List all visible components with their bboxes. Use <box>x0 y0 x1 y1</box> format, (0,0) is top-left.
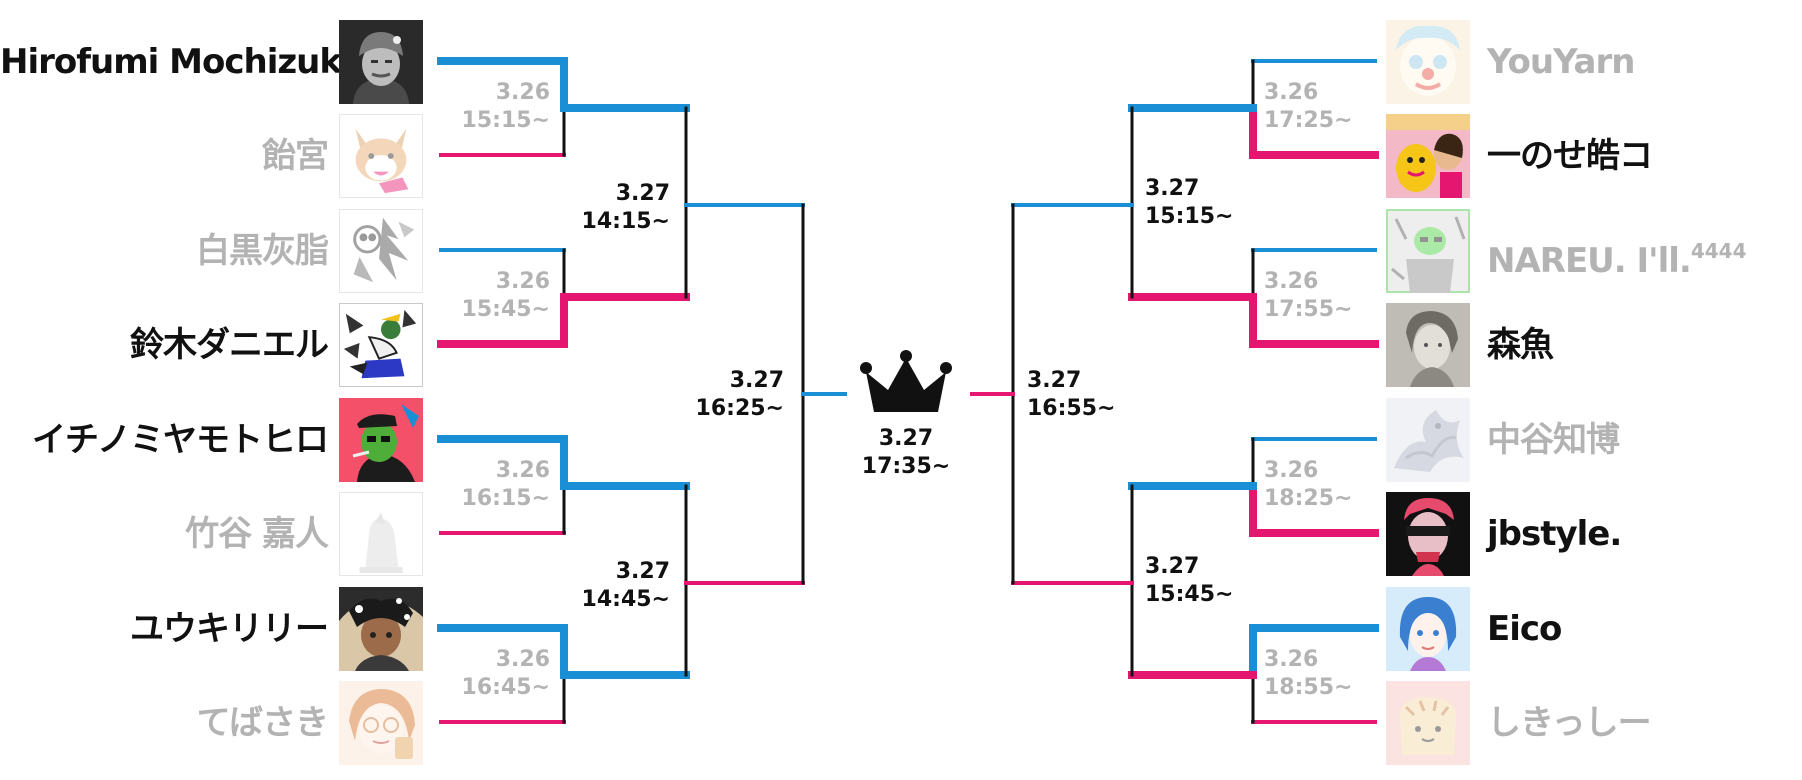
final-time: 17:35~ <box>861 454 951 479</box>
yellow-creature-icon <box>1386 114 1470 198</box>
dark-girl-icon <box>339 587 423 671</box>
pink-hair-face-icon <box>1386 492 1470 576</box>
left-player-2-name: 飴宮 <box>262 136 329 176</box>
right-match-2-date: 3.26 <box>1264 269 1319 294</box>
right-player-7-name: Eico <box>1487 609 1562 649</box>
left-match-1-time: 15:15~ <box>461 108 550 133</box>
right-match-4-date: 3.26 <box>1264 647 1319 672</box>
right-player-1-name: YouYarn <box>1487 42 1635 82</box>
white-sculpture-icon <box>339 492 423 576</box>
left-sf-time: 16:25~ <box>695 396 784 421</box>
left-player-5-name: イチノミヤモトヒロ <box>32 420 329 460</box>
crown-icon <box>860 350 952 412</box>
green-face-icon <box>339 398 423 482</box>
tiger-bread-icon <box>1386 681 1470 765</box>
right-player-8-name: しきっしー <box>1487 703 1652 743</box>
right-player-5-name: 中谷知博 <box>1487 420 1620 460</box>
right-sf-time: 16:55~ <box>1027 396 1116 421</box>
right-player-3-name-text: NAREU. I'll. <box>1487 241 1692 281</box>
left-qf-2-time: 14:45~ <box>581 587 670 612</box>
left-sf-date: 3.27 <box>729 368 784 393</box>
right-match-1-date: 3.26 <box>1264 80 1319 105</box>
left-match-2-time: 15:45~ <box>461 297 550 322</box>
right-player-4-name: 森魚 <box>1487 325 1554 365</box>
right-sf-date: 3.27 <box>1027 368 1082 393</box>
pencil-portrait-icon <box>1386 303 1470 387</box>
right-qf-1-time: 15:15~ <box>1145 204 1234 229</box>
right-match-3-date: 3.26 <box>1264 458 1319 483</box>
left-player-6-name: 竹谷 嘉人 <box>185 514 329 554</box>
corgi-dog-icon <box>339 114 423 198</box>
right-qf-1-date: 3.27 <box>1145 176 1200 201</box>
blue-hair-girl-icon <box>1386 587 1470 671</box>
right-player-6-name: jbstyle. <box>1487 514 1622 554</box>
right-player-2-name: 一のせ皓コ <box>1487 136 1653 176</box>
silver-dragon-icon <box>1386 398 1470 482</box>
ink-character-icon <box>339 303 423 387</box>
final-date: 3.27 <box>878 426 934 451</box>
photo-man-icon <box>339 20 423 104</box>
right-qf-2-date: 3.27 <box>1145 554 1200 579</box>
right-player-3-name-sup: 4444 <box>1690 239 1747 263</box>
right-match-2-time: 17:55~ <box>1264 297 1353 322</box>
left-match-2-date: 3.26 <box>495 269 550 294</box>
left-match-3-time: 16:15~ <box>461 486 550 511</box>
left-qf-1-date: 3.27 <box>615 181 670 206</box>
right-player-3-name: NAREU. I'll.4444 <box>1487 231 1747 281</box>
left-match-1-date: 3.26 <box>495 80 550 105</box>
left-match-4-time: 16:45~ <box>461 675 550 700</box>
left-player-1-name: Hirofumi Mochizuki <box>0 42 353 82</box>
left-player-4-name: 鈴木ダニエル <box>130 325 329 365</box>
right-match-4-time: 18:55~ <box>1264 675 1353 700</box>
right-match-3-time: 18:25~ <box>1264 486 1353 511</box>
right-qf-2-time: 15:45~ <box>1145 582 1234 607</box>
left-match-3-date: 3.26 <box>495 458 550 483</box>
left-player-8-name: てばさき <box>196 703 329 743</box>
green-robot-icon <box>1386 209 1470 293</box>
right-match-1-time: 17:25~ <box>1264 108 1353 133</box>
left-player-3-name: 白黒灰脂 <box>196 231 329 271</box>
glasses-girl-icon <box>339 681 423 765</box>
left-qf-1-time: 14:15~ <box>581 209 670 234</box>
clown-icon <box>1386 20 1470 104</box>
left-player-7-name: ユウキリリー <box>130 609 329 649</box>
left-match-4-date: 3.26 <box>495 647 550 672</box>
panda-ink-icon <box>339 209 423 293</box>
left-qf-2-date: 3.27 <box>615 559 670 584</box>
